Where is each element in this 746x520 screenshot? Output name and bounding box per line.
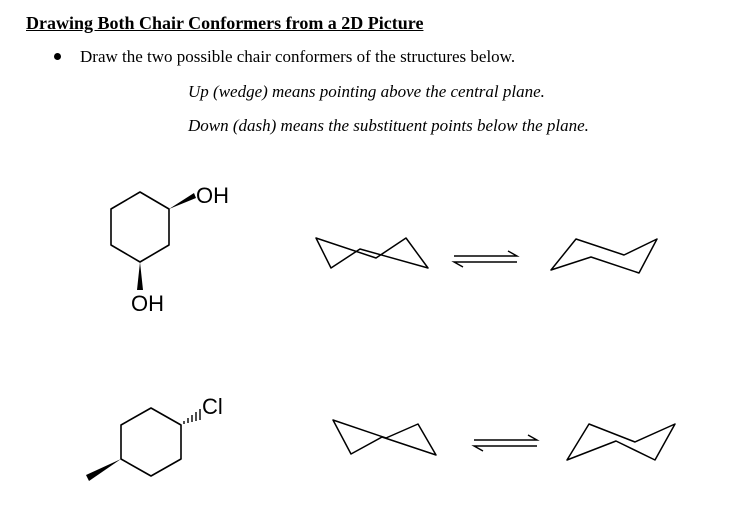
- chair-template-2b[interactable]: [566, 423, 676, 461]
- molecule-2-skeleton: [120, 407, 182, 477]
- dash-note: Down (dash) means the substituent points…: [188, 116, 589, 135]
- molecule-1-skeleton: [110, 191, 170, 263]
- substituent-cl-label: Cl: [202, 394, 223, 419]
- wedge-bond-methyl: [86, 459, 121, 481]
- wedge-bond-top: [169, 193, 196, 209]
- chair-template-1a[interactable]: [315, 237, 429, 269]
- substituent-bottom-label: OH: [131, 291, 164, 316]
- page-title: Drawing Both Chair Conformers from a 2D …: [26, 13, 424, 33]
- equilibrium-arrows-2: [471, 434, 540, 452]
- instruction-text: Draw the two possible chair conformers o…: [80, 47, 516, 66]
- bullet-point: [54, 53, 61, 60]
- wedge-note: Up (wedge) means pointing above the cent…: [188, 82, 545, 101]
- chair-template-1b[interactable]: [550, 238, 658, 274]
- wedge-bond-bottom: [137, 262, 143, 290]
- chair-template-2a[interactable]: [332, 419, 437, 456]
- substituent-top-label: OH: [196, 183, 229, 208]
- dash-bond: [183, 409, 201, 424]
- equilibrium-arrows-1: [451, 250, 520, 268]
